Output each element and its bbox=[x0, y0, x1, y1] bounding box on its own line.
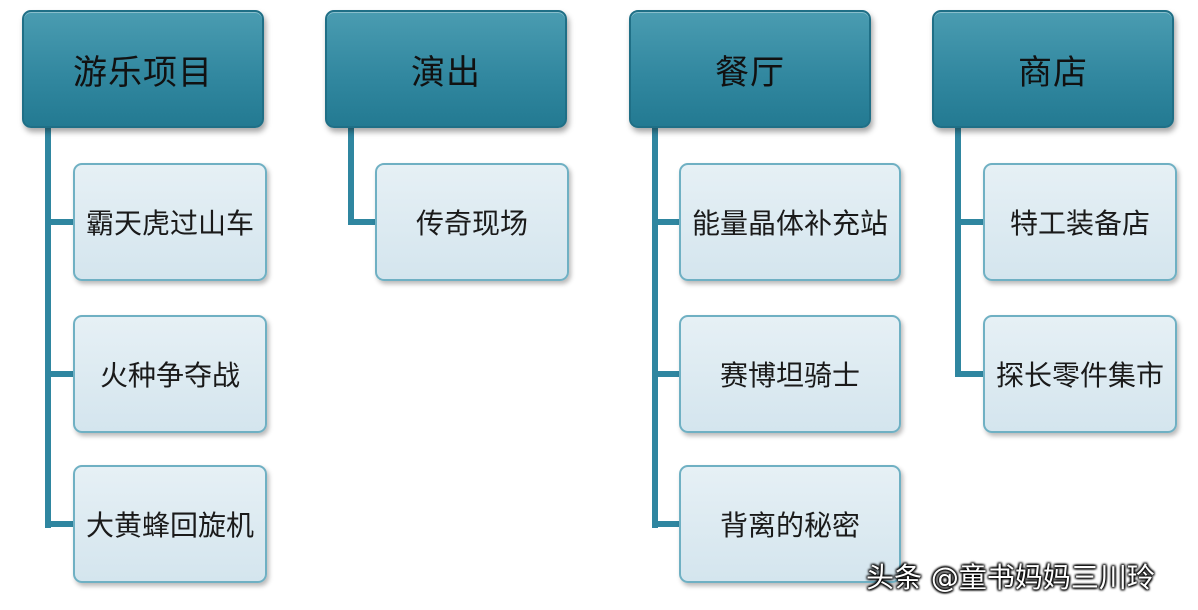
connector-branch bbox=[652, 521, 682, 527]
header-shows: 演出 bbox=[325, 10, 567, 128]
item-agent-gear-shop: 特工装备店 bbox=[983, 163, 1177, 281]
item-energon-station: 能量晶体补充站 bbox=[679, 163, 901, 281]
item-decepticon-coaster: 霸天虎过山车 bbox=[73, 163, 267, 281]
item-betrayal-secret: 背离的秘密 bbox=[679, 465, 901, 583]
item-cybertron-knight: 赛博坦骑士 bbox=[679, 315, 901, 433]
item-bumblebee-spinner: 大黄蜂回旋机 bbox=[73, 465, 267, 583]
connector-branch bbox=[348, 219, 378, 225]
item-legend-live: 传奇现场 bbox=[375, 163, 569, 281]
header-restaurants: 餐厅 bbox=[629, 10, 871, 128]
header-attractions: 游乐项目 bbox=[22, 10, 264, 128]
connector-branch bbox=[45, 219, 75, 225]
connector-branch bbox=[45, 521, 75, 527]
connector-branch bbox=[45, 371, 75, 377]
connector-trunk-col3 bbox=[652, 128, 658, 528]
connector-branch bbox=[652, 219, 682, 225]
item-allspark-battle: 火种争夺战 bbox=[73, 315, 267, 433]
watermark: 头条 @童书妈妈三川玲 bbox=[866, 561, 1155, 594]
connector-branch bbox=[652, 371, 682, 377]
connector-branch bbox=[955, 219, 985, 225]
connector-trunk-col1 bbox=[45, 128, 51, 528]
connector-branch bbox=[955, 371, 985, 377]
item-parts-market: 探长零件集市 bbox=[983, 315, 1177, 433]
header-shops: 商店 bbox=[932, 10, 1174, 128]
connector-trunk-col2 bbox=[348, 128, 354, 225]
connector-trunk-col4 bbox=[955, 128, 961, 377]
